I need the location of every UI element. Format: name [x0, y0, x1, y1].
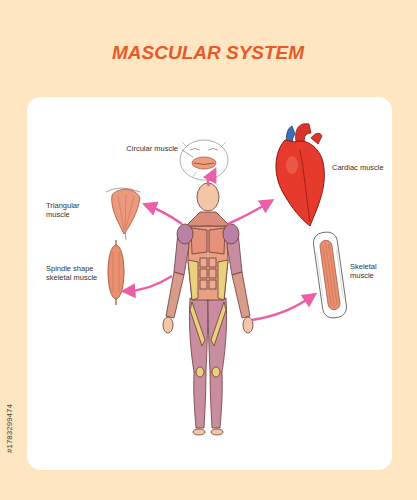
heart-illustration	[276, 124, 324, 226]
white-panel	[27, 97, 392, 470]
deltoid-illustration	[106, 188, 140, 240]
muscle-label: Circular muscle	[113, 144, 178, 153]
pointer-arrows	[128, 174, 311, 320]
face-illustration	[180, 140, 228, 180]
spindle-illustration	[108, 240, 124, 305]
watermark: #1783299474	[5, 404, 14, 453]
skeletal-muscle-illustration	[312, 231, 348, 320]
diagram-title: MASCULAR SYSTEM	[112, 42, 304, 64]
muscle-label: Cardiac muscle	[332, 163, 388, 172]
muscle-label: Skeletal muscle	[350, 262, 388, 280]
muscle-label: Triangular muscle	[46, 201, 104, 219]
muscle-label: Spindle shape skeletal muscle	[46, 264, 102, 282]
